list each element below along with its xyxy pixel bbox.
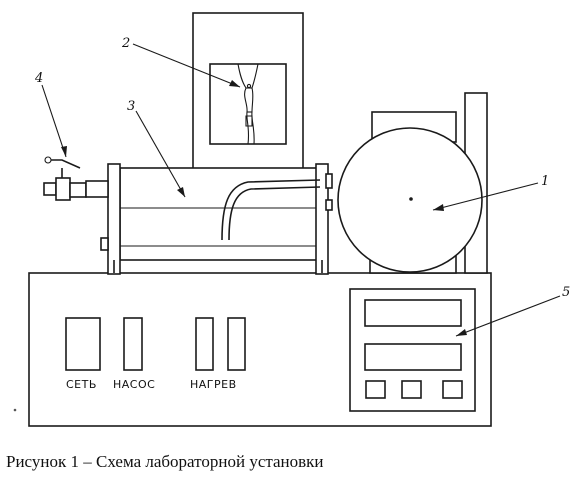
instrument-button-1 [365,380,386,399]
scan-speck [13,408,17,412]
instrument-button-3 [442,380,463,399]
valve [43,156,109,201]
callout-4: 4 [34,71,43,86]
instrument-button-2 [401,380,422,399]
pump-switch [123,317,143,371]
power-switch [65,317,101,371]
callout-2: 2 [121,36,130,51]
instrument-panel [349,288,476,412]
heating-switch-2 [227,317,246,371]
callout-1: 1 [541,174,549,189]
power-label: СЕТЬ [66,378,97,391]
drum-unit [337,92,488,274]
display-bottom [364,343,462,371]
display-top [364,299,462,327]
heating-switch-1 [195,317,214,371]
callout-3: 3 [127,99,135,114]
figure-caption: Рисунок 1 – Схема лабораторной установки [6,452,324,471]
callout-5: 5 [562,285,570,300]
pump-label: НАСОС [113,378,155,391]
heating-label: НАГРЕВ [190,378,237,391]
control-panel: СЕТЬ НАСОС НАГРЕВ [65,317,246,391]
horizontal-cylinder [100,163,333,275]
specimen-viewer [192,12,304,172]
leader-lines [41,43,561,337]
